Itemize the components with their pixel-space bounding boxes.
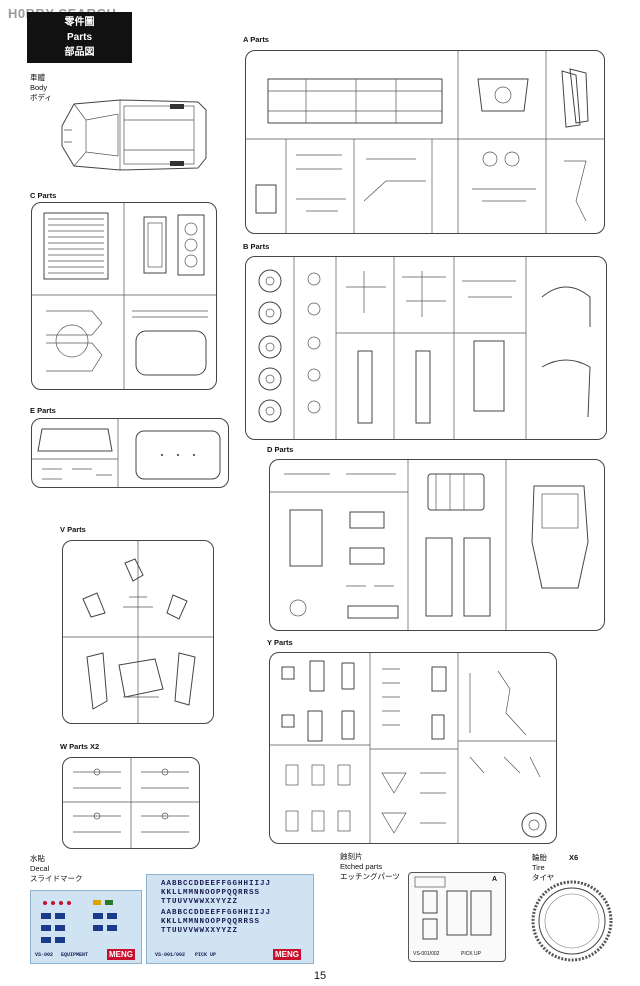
page-number: 15 [313, 970, 327, 982]
etched-parts-label: 蝕刻片 Etched parts エッチングパーツ [340, 852, 400, 881]
b-parts-label: B Parts [243, 242, 270, 251]
a-parts-sprue [245, 50, 605, 234]
header-ja: 部品図 [64, 47, 95, 58]
a-parts-label: A Parts [243, 35, 269, 44]
w-parts-sprue [62, 757, 200, 849]
header-zh: 零件圖 [64, 17, 95, 28]
decal2-row3: TTUUVVWWXXYYZZ [161, 898, 239, 906]
header-en: Parts [66, 32, 92, 43]
etched-parts-sheet: A VS-001/002 PICK UP [408, 872, 506, 962]
d-parts-sprue [269, 459, 605, 631]
y-parts-label: Y Parts [267, 638, 293, 647]
tire-quantity: X6 [569, 853, 579, 862]
etched-sheet-code: VS-001/002 [413, 951, 440, 957]
y-parts-sprue [269, 652, 557, 844]
decal2-row4: AABBCCDDEEFFGGHHIIJJ [161, 909, 272, 917]
e-parts-label: E Parts [30, 406, 56, 415]
decal2-name: PICK UP [195, 952, 217, 958]
decal1-name: EQUIPMENT [61, 952, 89, 958]
v-parts-label: V Parts [60, 525, 86, 534]
decal-sheet-pickup: AABBCCDDEEFFGGHHIIJJ KKLLMMNNOOPPQQRRSS … [146, 874, 314, 964]
decal-sheet-equipment: VS-002 EQUIPMENT MENG [30, 890, 142, 964]
decal2-brand-logo: MENG [273, 949, 301, 960]
decal2-row6: TTUUVVWWXXYYZZ [161, 927, 239, 935]
d-parts-label: D Parts [267, 445, 294, 454]
etched-sheet-name: PICK UP [461, 951, 482, 957]
decal1-brand-logo: MENG [107, 949, 135, 960]
decal2-row5: KKLLMMNNOOPPQQRRSS [161, 918, 261, 926]
decal2-row2: KKLLMMNNOOPPQQRRSS [161, 889, 261, 897]
body-drawing [61, 99, 207, 171]
decal-label: 水貼 Decal スライドマーク [30, 854, 83, 883]
body-label: 車體 Body ボディ [30, 73, 52, 102]
etched-sheet-tag: A [491, 876, 497, 883]
page-header: 零件圖 Parts 部品図 [27, 12, 132, 63]
decal2-code: VS-001/002 [155, 952, 186, 958]
v-parts-sprue [62, 540, 214, 724]
w-parts-label: W Parts X2 [60, 742, 100, 751]
decal2-row1: AABBCCDDEEFFGGHHIIJJ [161, 880, 272, 888]
decal1-code: VS-002 [35, 952, 54, 958]
b-parts-sprue [245, 256, 607, 440]
e-parts-sprue [31, 418, 229, 488]
c-parts-sprue [31, 202, 217, 390]
c-parts-label: C Parts [30, 191, 57, 200]
tire-drawing [531, 880, 613, 962]
